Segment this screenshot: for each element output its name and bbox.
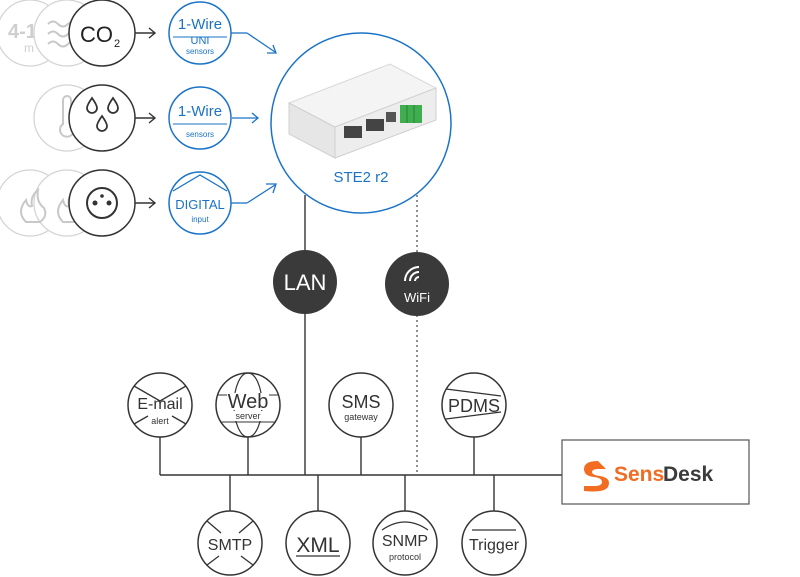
co2-label: CO xyxy=(80,22,113,47)
co2-subscript: 2 xyxy=(114,38,120,50)
service-sms: SMS gateway xyxy=(328,372,394,438)
service-trigger: Trigger xyxy=(461,510,527,576)
service-xml: XML xyxy=(285,510,351,576)
service-snmp: SNMP protocol xyxy=(372,510,438,576)
1wire-connector: 1-Wire sensors xyxy=(168,86,232,150)
wifi-hub: WiFi xyxy=(385,252,449,316)
web-sub: server xyxy=(235,411,260,421)
1wire-title: 1-Wire xyxy=(178,103,222,120)
wifi-label: WiFi xyxy=(404,290,430,305)
trigger-title: Trigger xyxy=(469,537,520,554)
service-smtp: SMTP xyxy=(197,510,263,576)
bus-lines xyxy=(159,195,562,513)
xml-title: XML xyxy=(296,534,339,557)
web-title: Web xyxy=(228,391,269,413)
humidity-sensor-circle xyxy=(68,84,136,152)
power-socket-icon xyxy=(86,187,118,219)
digital-sub: input xyxy=(191,215,209,224)
faded-label-4-1: 4-1 xyxy=(8,21,37,43)
sensor-row-1: 4-1 m CO 2 1-Wire UNI sensors xyxy=(0,0,277,67)
sensdesk-name-part1: Sens xyxy=(614,463,664,486)
sms-sub: gateway xyxy=(344,412,378,422)
digital-input-connector: DIGITAL input xyxy=(168,171,232,235)
snmp-sub: protocol xyxy=(389,552,421,562)
1wire-uni-connector: 1-Wire UNI sensors xyxy=(168,1,232,65)
sensor-row-2: 1-Wire sensors xyxy=(33,84,260,152)
1wire-uni-sub-top: UNI xyxy=(191,35,210,47)
service-email: E-mail alert xyxy=(127,372,193,438)
sensdesk-box[interactable]: Sens Desk xyxy=(561,439,750,505)
pdms-title: PDMS xyxy=(448,396,500,416)
lan-label: LAN xyxy=(284,270,327,295)
sms-title: SMS xyxy=(341,392,380,412)
email-title: E-mail xyxy=(137,396,182,413)
wifi-icon xyxy=(404,266,420,282)
smtp-title: SMTP xyxy=(208,537,252,554)
device-name: STE2 r2 xyxy=(333,169,388,186)
device-image xyxy=(287,63,438,159)
service-pdms: PDMS xyxy=(441,372,507,438)
digital-title: DIGITAL xyxy=(175,197,225,212)
lan-hub: LAN xyxy=(273,250,337,314)
service-web: Web server xyxy=(215,372,281,438)
sensor-row-3: DIGITAL input xyxy=(0,169,277,237)
socket-sensor-circle xyxy=(68,169,136,237)
faded-label-m: m xyxy=(24,41,34,55)
1wire-uni-sub: sensors xyxy=(186,47,214,56)
1wire-sub: sensors xyxy=(186,130,214,139)
sensdesk-logo-icon xyxy=(584,461,609,492)
ste2-device: STE2 r2 xyxy=(270,32,452,214)
email-sub: alert xyxy=(151,416,169,426)
sensdesk-name-part2: Desk xyxy=(663,463,714,486)
snmp-title: SNMP xyxy=(382,533,428,550)
1wire-uni-title: 1-Wire xyxy=(178,16,222,33)
water-drops-icon xyxy=(86,96,119,132)
